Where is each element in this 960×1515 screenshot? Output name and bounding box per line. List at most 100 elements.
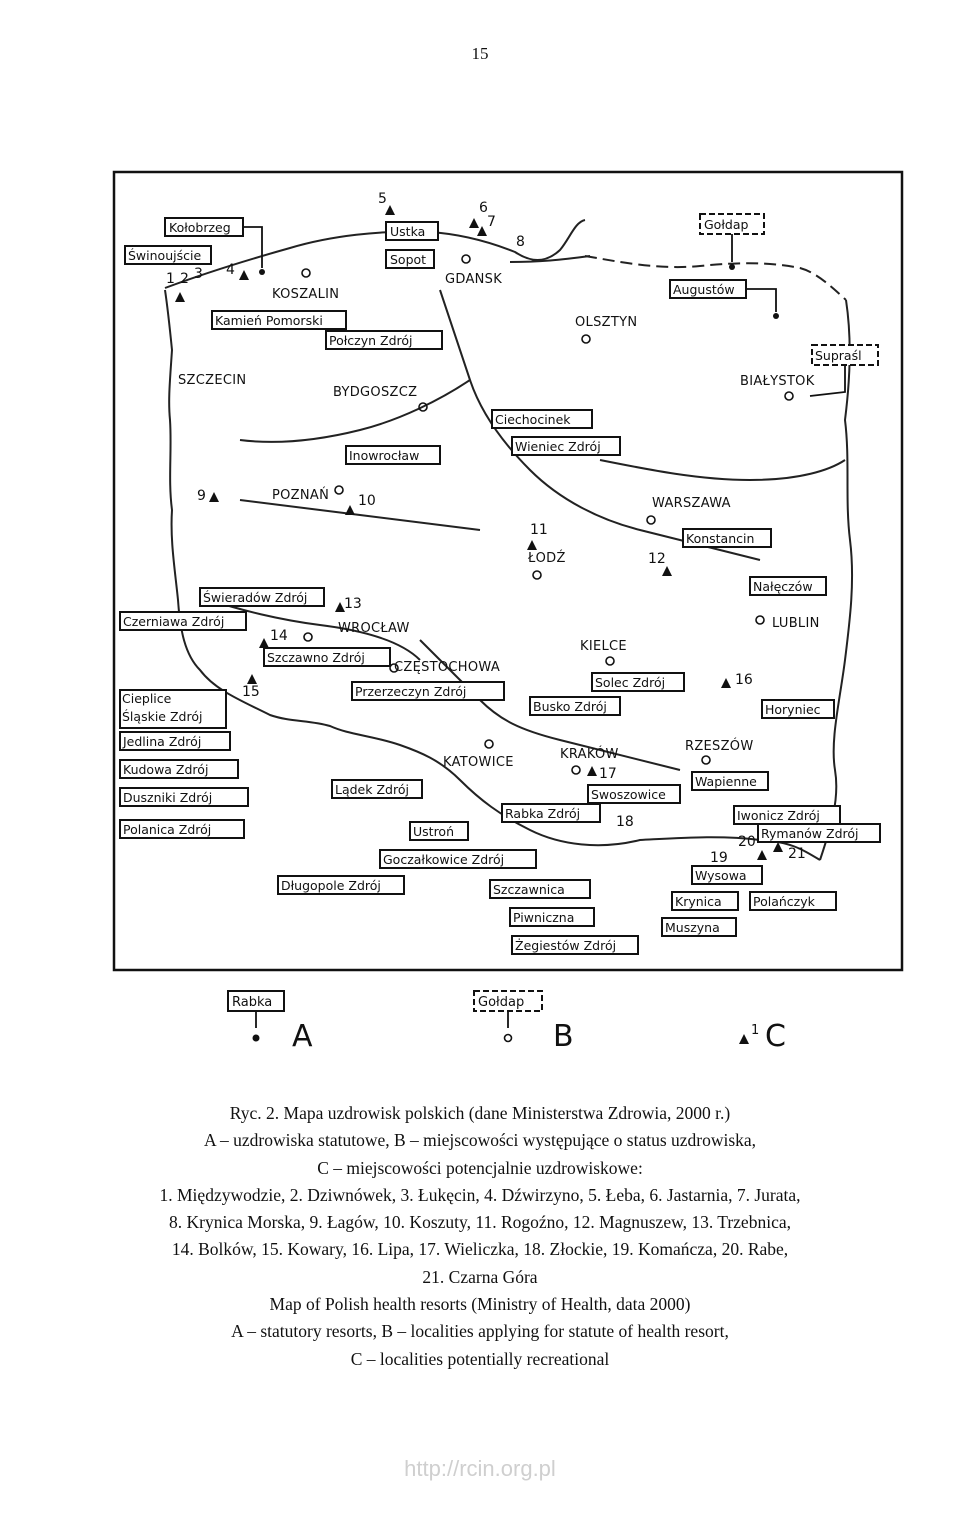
resort-label: Wapienne xyxy=(695,774,757,789)
potential-number: 5 xyxy=(378,191,387,207)
legend-a-sample: Rabka xyxy=(232,995,272,1010)
resort-box xyxy=(351,681,505,701)
resort-box xyxy=(682,528,772,548)
potential-triangle xyxy=(209,492,219,502)
potential-triangle xyxy=(662,566,672,576)
resort-label: Inowrocław xyxy=(349,448,419,463)
resort-label: Ciechocinek xyxy=(495,412,571,427)
resort-label: Świeradów Zdrój xyxy=(203,590,307,605)
resort-label: Cieplice Śląskie Zdrój xyxy=(122,691,203,724)
applying-label: Supraśl xyxy=(815,348,862,363)
potential-number: 14 xyxy=(270,628,288,644)
potential-triangle xyxy=(259,638,269,648)
resort-label-wrap: Cieplice Śląskie Zdrój xyxy=(122,691,203,724)
map-frame xyxy=(112,170,904,972)
resort-label: Szczawnica xyxy=(493,882,565,897)
city-marker xyxy=(301,268,311,278)
city-label: LUBLIN xyxy=(772,616,820,631)
resort-box xyxy=(671,891,739,911)
applying-label: Gołdap xyxy=(704,217,748,232)
city-label: BIAŁYSTOK xyxy=(740,374,815,389)
potential-number: 10 xyxy=(358,493,376,509)
resort-box xyxy=(211,310,347,330)
resort-label: Wysowa xyxy=(695,868,747,883)
caption-line: 1. Międzywodzie, 2. Dziwnówek, 3. Łukęci… xyxy=(159,1184,801,1205)
resort-label: Iwonicz Zdrój xyxy=(737,808,820,823)
figure-caption: Ryc. 2. Mapa uzdrowisk polskich (dane Mi… xyxy=(120,1100,840,1373)
resort-box xyxy=(119,731,231,751)
potential-triangle xyxy=(345,505,355,515)
resort-dot xyxy=(773,313,779,319)
city-marker xyxy=(418,402,428,412)
legend-c-triangle xyxy=(739,1034,749,1044)
resort-box xyxy=(385,249,435,269)
city-label: KRAKÓW xyxy=(560,746,619,762)
legend-c-sample: 1 xyxy=(751,1023,759,1038)
legend: Rabka A Gołdap B 1 C xyxy=(227,990,786,1054)
resort-box xyxy=(757,823,881,843)
potential-triangle xyxy=(587,766,597,776)
resort-box xyxy=(501,803,601,823)
potential-triangle xyxy=(239,270,249,280)
resort-label: Krynica xyxy=(675,894,722,909)
resort-label: Piwniczna xyxy=(513,910,574,925)
resort-box xyxy=(119,689,227,729)
caption-line-en: A – statutory resorts, B – localities ap… xyxy=(231,1321,729,1342)
potential-number: 18 xyxy=(616,814,634,830)
resort-box xyxy=(385,221,439,241)
page-number: 15 xyxy=(471,44,489,63)
potential-number: 12 xyxy=(648,551,666,567)
city-marker xyxy=(484,739,494,749)
resort-box xyxy=(379,849,537,869)
watermark-url: http://rcin.org.pl xyxy=(404,1456,556,1481)
legend-c-letter: C xyxy=(765,1019,786,1054)
resort-box xyxy=(587,784,681,804)
caption-line: Ryc. 2. Mapa uzdrowisk polskich (dane Mi… xyxy=(229,1103,731,1123)
resort-label: Kołobrzeg xyxy=(169,220,231,235)
resort-dot xyxy=(729,264,735,270)
resort-box xyxy=(277,875,405,895)
potential-number: 8 xyxy=(516,234,525,250)
resort-box xyxy=(119,759,239,779)
resort-box xyxy=(325,330,443,350)
resort-label: Świnoujście xyxy=(128,248,201,263)
resort-label: Horyniec xyxy=(765,702,821,717)
city-label: RZESZÓW xyxy=(685,738,754,754)
potential-number: 2 xyxy=(180,271,189,287)
applying-label: Augustów xyxy=(673,282,735,297)
resort-label: Wieniec Zdrój xyxy=(515,439,601,454)
resort-label: Czerniawa Zdrój xyxy=(123,614,224,629)
resort-box xyxy=(691,865,763,885)
potential-number: 6 xyxy=(479,200,488,216)
caption-line: 21. Czarna Góra xyxy=(422,1266,538,1287)
resort-box xyxy=(119,787,249,807)
city-marker xyxy=(303,632,313,642)
resort-label: Rabka Zdrój xyxy=(505,806,580,821)
resort-label: Długopole Zdrój xyxy=(281,878,381,893)
pointer-line xyxy=(809,365,846,397)
city-label: CZĘSTOCHOWA xyxy=(394,660,500,675)
caption-line: A – uzdrowiska statutowe, B – miejscowoś… xyxy=(203,1130,757,1151)
health-resorts-map: KOSZALIN GDANSK OLSZTYN SZCZECIN BYDGOSZ… xyxy=(112,170,904,1054)
city-label: KATOWICE xyxy=(443,755,514,770)
potential-triangle xyxy=(247,674,257,684)
potential-triangle xyxy=(335,602,345,612)
resort-label: Polanica Zdrój xyxy=(123,822,211,837)
resort-label: Duszniki Zdrój xyxy=(123,790,212,805)
resort-label: Żegiestów Zdrój xyxy=(515,938,616,953)
resort-label: Sopot xyxy=(390,252,426,267)
city-marker xyxy=(571,765,581,775)
resort-box xyxy=(331,779,423,799)
legend-b-sample: Gołdap xyxy=(478,995,524,1010)
resort-label: Lądek Zdrój xyxy=(335,782,409,797)
resort-label: Przerzeczyn Zdrój xyxy=(355,684,466,699)
legend-a-letter: A xyxy=(292,1019,313,1054)
resort-box xyxy=(511,935,639,955)
resort-box xyxy=(591,672,685,692)
resort-box xyxy=(661,917,737,937)
resort-box xyxy=(749,891,837,911)
potential-number: 15 xyxy=(242,684,260,700)
resort-label: Jedlina Zdrój xyxy=(122,734,201,749)
potential-triangle xyxy=(175,292,185,302)
city-marker xyxy=(461,254,471,264)
